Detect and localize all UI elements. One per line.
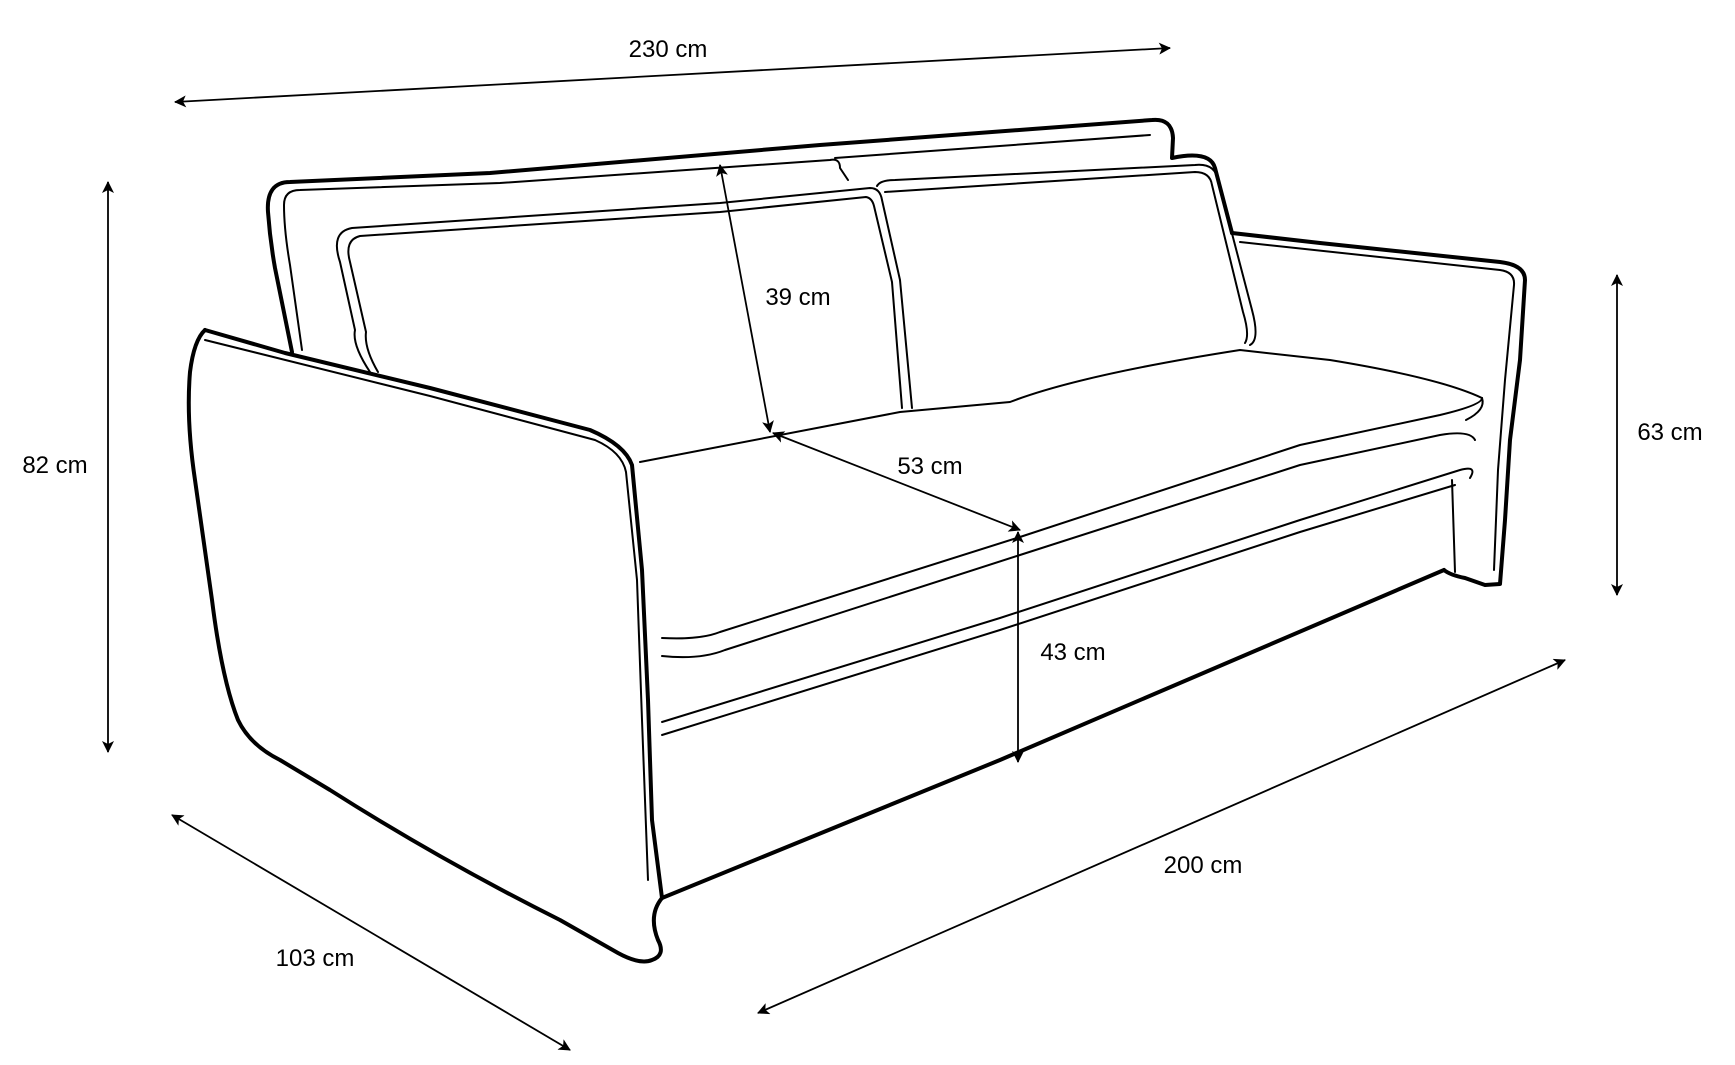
label-overall-width: 230 cm xyxy=(629,36,708,63)
base-right-side xyxy=(1451,479,1456,573)
back-cushion-right-piping xyxy=(884,171,1249,344)
dimension-labels: 230 cm 82 cm 63 cm 103 cm 200 cm 39 cm 5… xyxy=(22,36,1702,972)
seat-cushion-front-edge-2 xyxy=(661,432,1476,659)
arm-left-outline xyxy=(186,328,664,964)
seat-cushion-top xyxy=(639,349,1483,463)
seat-cushion-front-edge xyxy=(661,397,1483,640)
arm-right-outline xyxy=(1230,231,1527,587)
dim-line-depth xyxy=(171,814,571,1051)
back-cushion-left-piping xyxy=(347,196,903,409)
label-inner-width: 200 cm xyxy=(1164,852,1243,879)
backrest-outline xyxy=(265,117,1234,354)
arm-left-piping xyxy=(204,339,649,881)
arm-right-piping xyxy=(1239,241,1516,571)
back-cushion-right xyxy=(876,163,1257,346)
back-cushion-left xyxy=(336,187,913,409)
label-arm-height: 63 cm xyxy=(1637,419,1702,446)
sofa-drawing xyxy=(186,117,1527,964)
arm-left-top xyxy=(203,328,664,900)
backrest-seam xyxy=(834,134,1151,159)
label-overall-height: 82 cm xyxy=(22,452,87,479)
base-cushion-edge xyxy=(661,467,1474,723)
dim-line-overall-width xyxy=(174,42,1171,108)
base-cushion-edge-2 xyxy=(661,484,1456,736)
backrest-piping xyxy=(283,158,849,351)
dimension-lines xyxy=(102,42,1623,1051)
dim-line-seat-depth xyxy=(772,431,1021,532)
label-seat-height: 43 cm xyxy=(1040,639,1105,666)
label-seat-depth: 53 cm xyxy=(897,453,962,480)
dim-line-backrest-height xyxy=(716,164,774,433)
seat-cushion-right-edge xyxy=(1465,397,1484,421)
base-bottom-outline xyxy=(660,568,1446,900)
label-backrest-height: 39 cm xyxy=(765,284,830,311)
dim-line-inner-width xyxy=(757,658,1566,1015)
label-depth: 103 cm xyxy=(276,945,355,972)
